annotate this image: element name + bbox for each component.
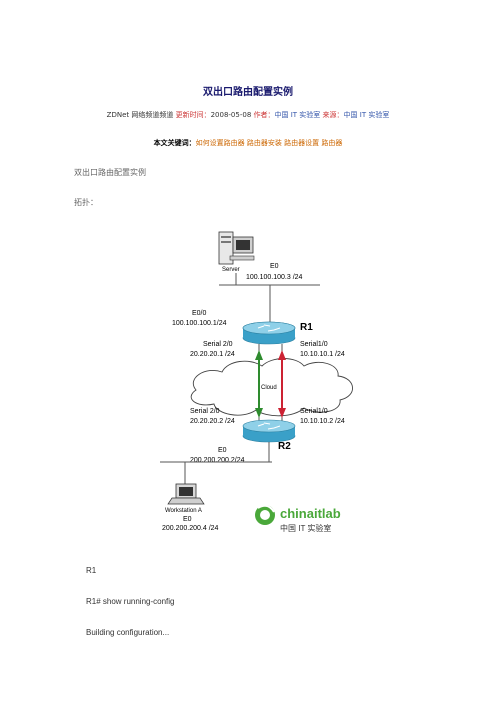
meta-source: ZDNet 网络频道频道 — [106, 111, 174, 119]
workstation-ip-label: 200.200.200.4 /24 — [162, 525, 219, 532]
server-ip-label: 100.100.100.3 /24 — [246, 274, 303, 281]
r1-e0-ip-label: 100.100.100.1/24 — [172, 320, 227, 327]
meta-author-link[interactable]: 中国 IT 实验室 — [274, 111, 321, 119]
r1-s10-ip-label: 10.10.10.1 /24 — [300, 351, 345, 358]
article-meta: ZDNet 网络频道频道 更新时间：2008-05-08 作者：中国 IT 实验… — [0, 110, 496, 120]
red-arrow — [278, 350, 286, 418]
page-title: 双出口路由配置实例 — [203, 87, 293, 98]
meta-updated: 2008-05-08 — [210, 111, 252, 119]
intro-paragraph: 双出口路由配置实例 — [74, 168, 146, 177]
logo-text: chinaitlab — [280, 506, 341, 521]
laptop-icon — [167, 483, 205, 505]
chinaitlab-logo-icon — [255, 504, 275, 525]
meta-author-label: 作者： — [253, 111, 275, 119]
cloud-label: Cloud — [261, 385, 277, 391]
server-label: Server — [222, 267, 240, 273]
meta-updated-label: 更新时间： — [175, 111, 211, 119]
r2-e0-ip-label: 200.200.200.2/24 — [190, 457, 245, 464]
server-if-label: E0 — [270, 263, 279, 270]
logo-subtext: 中国 IT 实验室 — [280, 523, 331, 533]
cloud-shape — [190, 358, 353, 417]
code-line-2: R1# show running-config — [86, 597, 175, 606]
router-r1-icon — [242, 321, 296, 345]
code-line-3: Building configuration... — [86, 628, 170, 637]
green-arrow — [255, 350, 263, 418]
r2-e0-label: E0 — [218, 447, 227, 454]
keywords-label: 本文关键词： — [153, 139, 196, 147]
r2-s20-label: Serial 2/0 — [190, 408, 220, 415]
r2-s10-label: Serial1/0 — [300, 408, 328, 415]
r2-s20-ip-label: 20.20.20.2 /24 — [190, 418, 235, 425]
r2-s10-ip-label: 10.10.10.2 /24 — [300, 418, 345, 425]
r1-label: R1 — [300, 322, 313, 333]
r1-s20-ip-label: 20.20.20.1 /24 — [190, 351, 235, 358]
code-line-1: R1 — [86, 566, 97, 575]
workstation-label: Workstation A — [165, 508, 202, 514]
workstation-if-label: E0 — [183, 516, 192, 523]
meta-from-link[interactable]: 中国 IT 实验室 — [343, 111, 390, 119]
server-icon — [218, 231, 255, 265]
meta-from-label: 来源： — [322, 111, 344, 119]
r1-e0-label: E0/0 — [192, 310, 207, 317]
router-r2-icon — [242, 419, 296, 443]
topology-heading: 拓扑： — [74, 198, 98, 207]
r1-s10-label: Serial1/0 — [300, 341, 328, 348]
keywords-line: 本文关键词：如何设置路由器 路由器安装 路由器设置 路由器 — [0, 138, 496, 148]
keywords-links[interactable]: 如何设置路由器 路由器安装 路由器设置 路由器 — [195, 139, 343, 147]
r2-label: R2 — [278, 441, 291, 452]
r1-s20-label: Serial 2/0 — [203, 341, 233, 348]
